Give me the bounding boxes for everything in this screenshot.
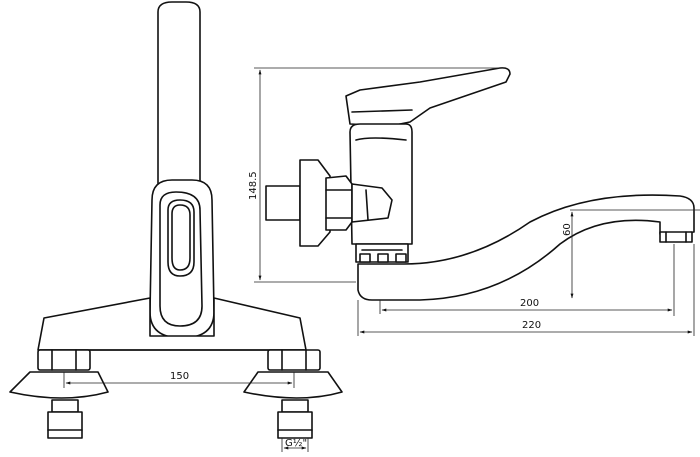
- lever-recess-inner: [171, 204, 191, 271]
- dimension-inlet-spacing: 150: [63, 371, 295, 388]
- side-view: 148.5 60 200 220: [248, 67, 700, 336]
- dimension-height: 148.5: [248, 67, 500, 283]
- dimension-overall-length: 220: [357, 244, 695, 336]
- dimension-label-spout-reach: 200: [520, 298, 539, 309]
- front-view: 150 G½": [9, 1, 343, 452]
- cartridge-body: [349, 123, 413, 245]
- dimension-label-height: 148.5: [248, 171, 259, 200]
- left-eccentric: [9, 349, 109, 439]
- lever-handle-front: [157, 1, 201, 201]
- dimension-label-150: 150: [170, 371, 189, 382]
- dimension-label-spout-rise: 60: [562, 223, 573, 236]
- lever-recess: [167, 199, 195, 277]
- right-eccentric: [243, 349, 343, 439]
- aerator: [659, 231, 693, 243]
- wall-connector: [265, 159, 393, 247]
- dimension-spout-reach: 200: [379, 244, 675, 316]
- dimension-thread: G½": [281, 437, 309, 452]
- dimension-spout-rise: 60: [562, 209, 700, 299]
- mixer-body-inner: [159, 191, 203, 327]
- lever-handle-side: [345, 67, 511, 127]
- dimension-label-thread: G½": [285, 437, 307, 449]
- dimension-label-overall-length: 220: [522, 320, 541, 331]
